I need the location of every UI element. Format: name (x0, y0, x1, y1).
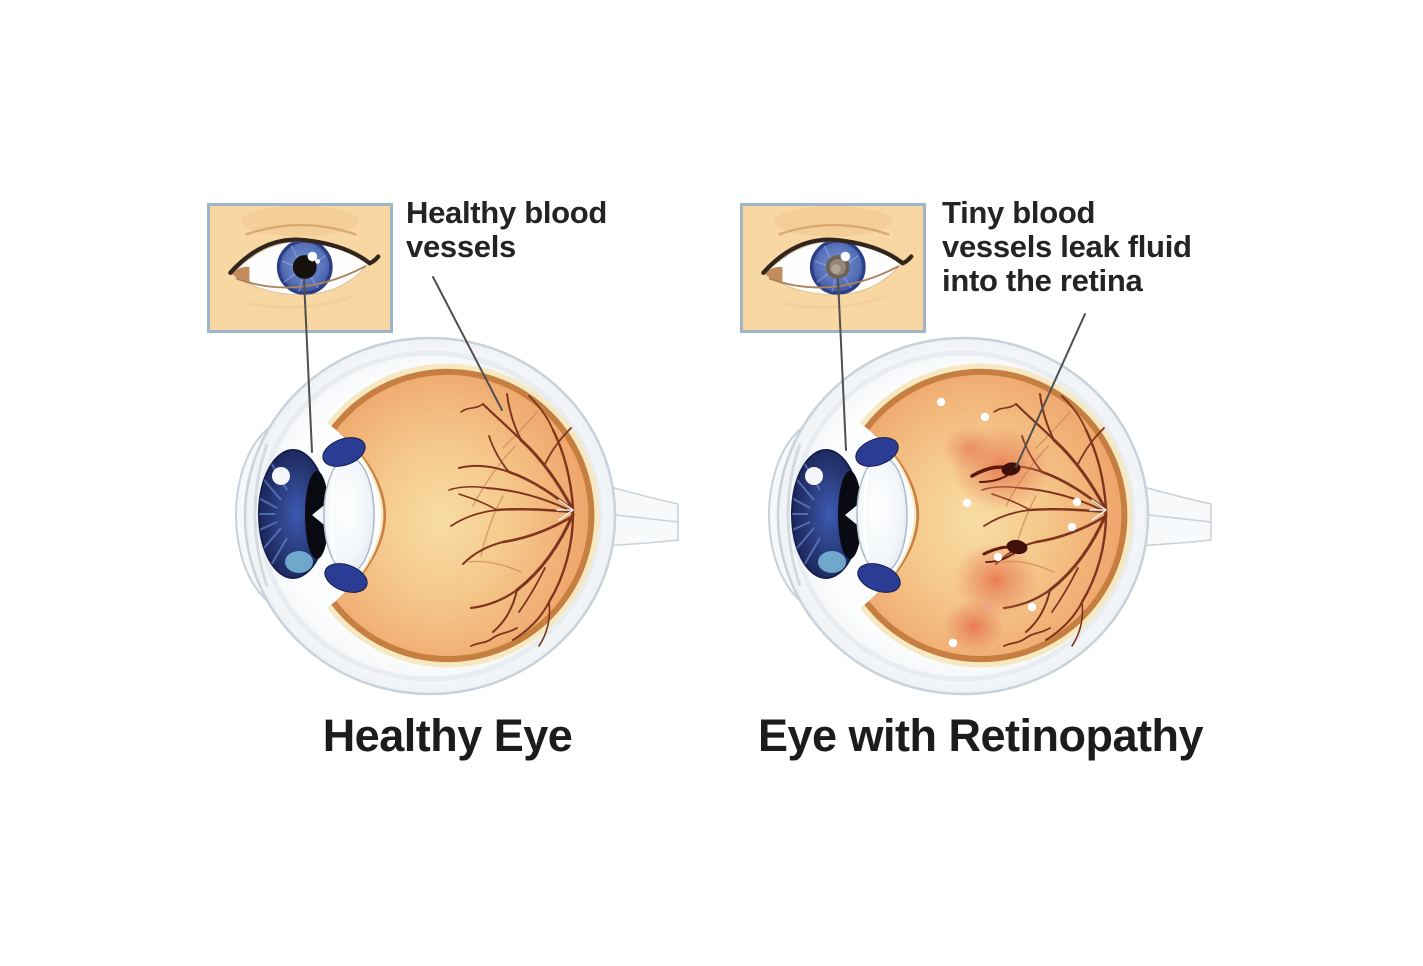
healthy-eyeball-cross-section (215, 328, 680, 708)
healthy-annotation-label: Healthy blood vessels (406, 195, 608, 264)
retinopathy-front-eye-illustration (743, 206, 923, 330)
cloudy-pupil (825, 251, 851, 279)
retinopathy-eyeball-cross-section (748, 328, 1213, 708)
healthy-front-eye-illustration (210, 206, 390, 330)
healthy-eye-inset (207, 203, 393, 333)
retinopathy-caption: Eye with Retinopathy (757, 710, 1204, 761)
healthy-caption: Healthy Eye (322, 710, 573, 761)
healthy-pupil (292, 251, 321, 279)
retinopathy-annotation-label: Tiny blood vessels leak fluid into the r… (942, 195, 1192, 298)
retinopathy-eye-inset (740, 203, 926, 333)
exudate-dots (936, 397, 1082, 648)
